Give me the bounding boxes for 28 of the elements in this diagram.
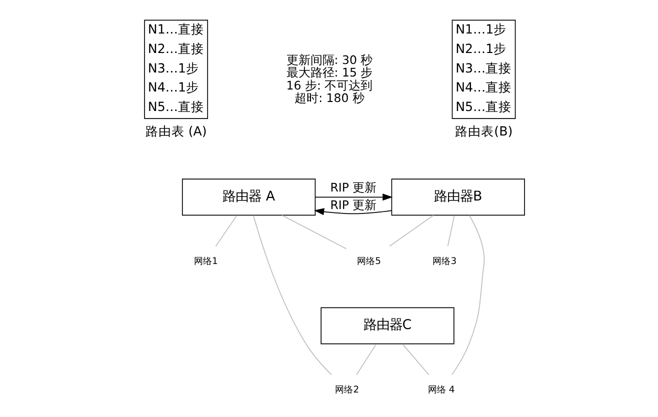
node-text: 网络3	[432, 256, 456, 267]
node-label: 路由表(B)	[454, 123, 512, 138]
edge-label: RIP 更新	[330, 180, 376, 194]
node-box: 路由器C	[320, 307, 454, 344]
node-box: N1…1步 N2…1步 N3…直接 N4…直接 N5…直接	[451, 20, 516, 119]
node-text: 网络 4	[427, 384, 454, 396]
label: 16 步: 不可达到	[286, 78, 372, 92]
node-label: 路由表 (A)	[144, 123, 206, 138]
connector	[402, 344, 429, 376]
arrow	[314, 208, 392, 216]
connector	[281, 214, 346, 250]
connector	[356, 344, 376, 376]
label: 最大路径: 15 步	[286, 66, 372, 80]
node-text: 网络5	[356, 256, 380, 267]
node-box: N1…直接 N2…直接 N3…1步 N4…1步 N5…直接	[144, 20, 208, 119]
label: 更新间隔: 30 秒	[286, 53, 372, 68]
connector	[446, 215, 454, 247]
arrow	[314, 194, 392, 201]
connector	[252, 214, 332, 376]
connector	[388, 214, 434, 247]
node-text: 网络1	[193, 256, 218, 267]
connector	[214, 215, 237, 247]
label: 超时: 180 秒	[294, 90, 364, 105]
node-text: 网络2	[334, 384, 359, 396]
node-box: 路由器 A	[181, 178, 316, 216]
edge-label: RIP 更新	[330, 198, 376, 212]
connector	[451, 214, 484, 376]
node-box: 路由器B	[390, 178, 524, 216]
